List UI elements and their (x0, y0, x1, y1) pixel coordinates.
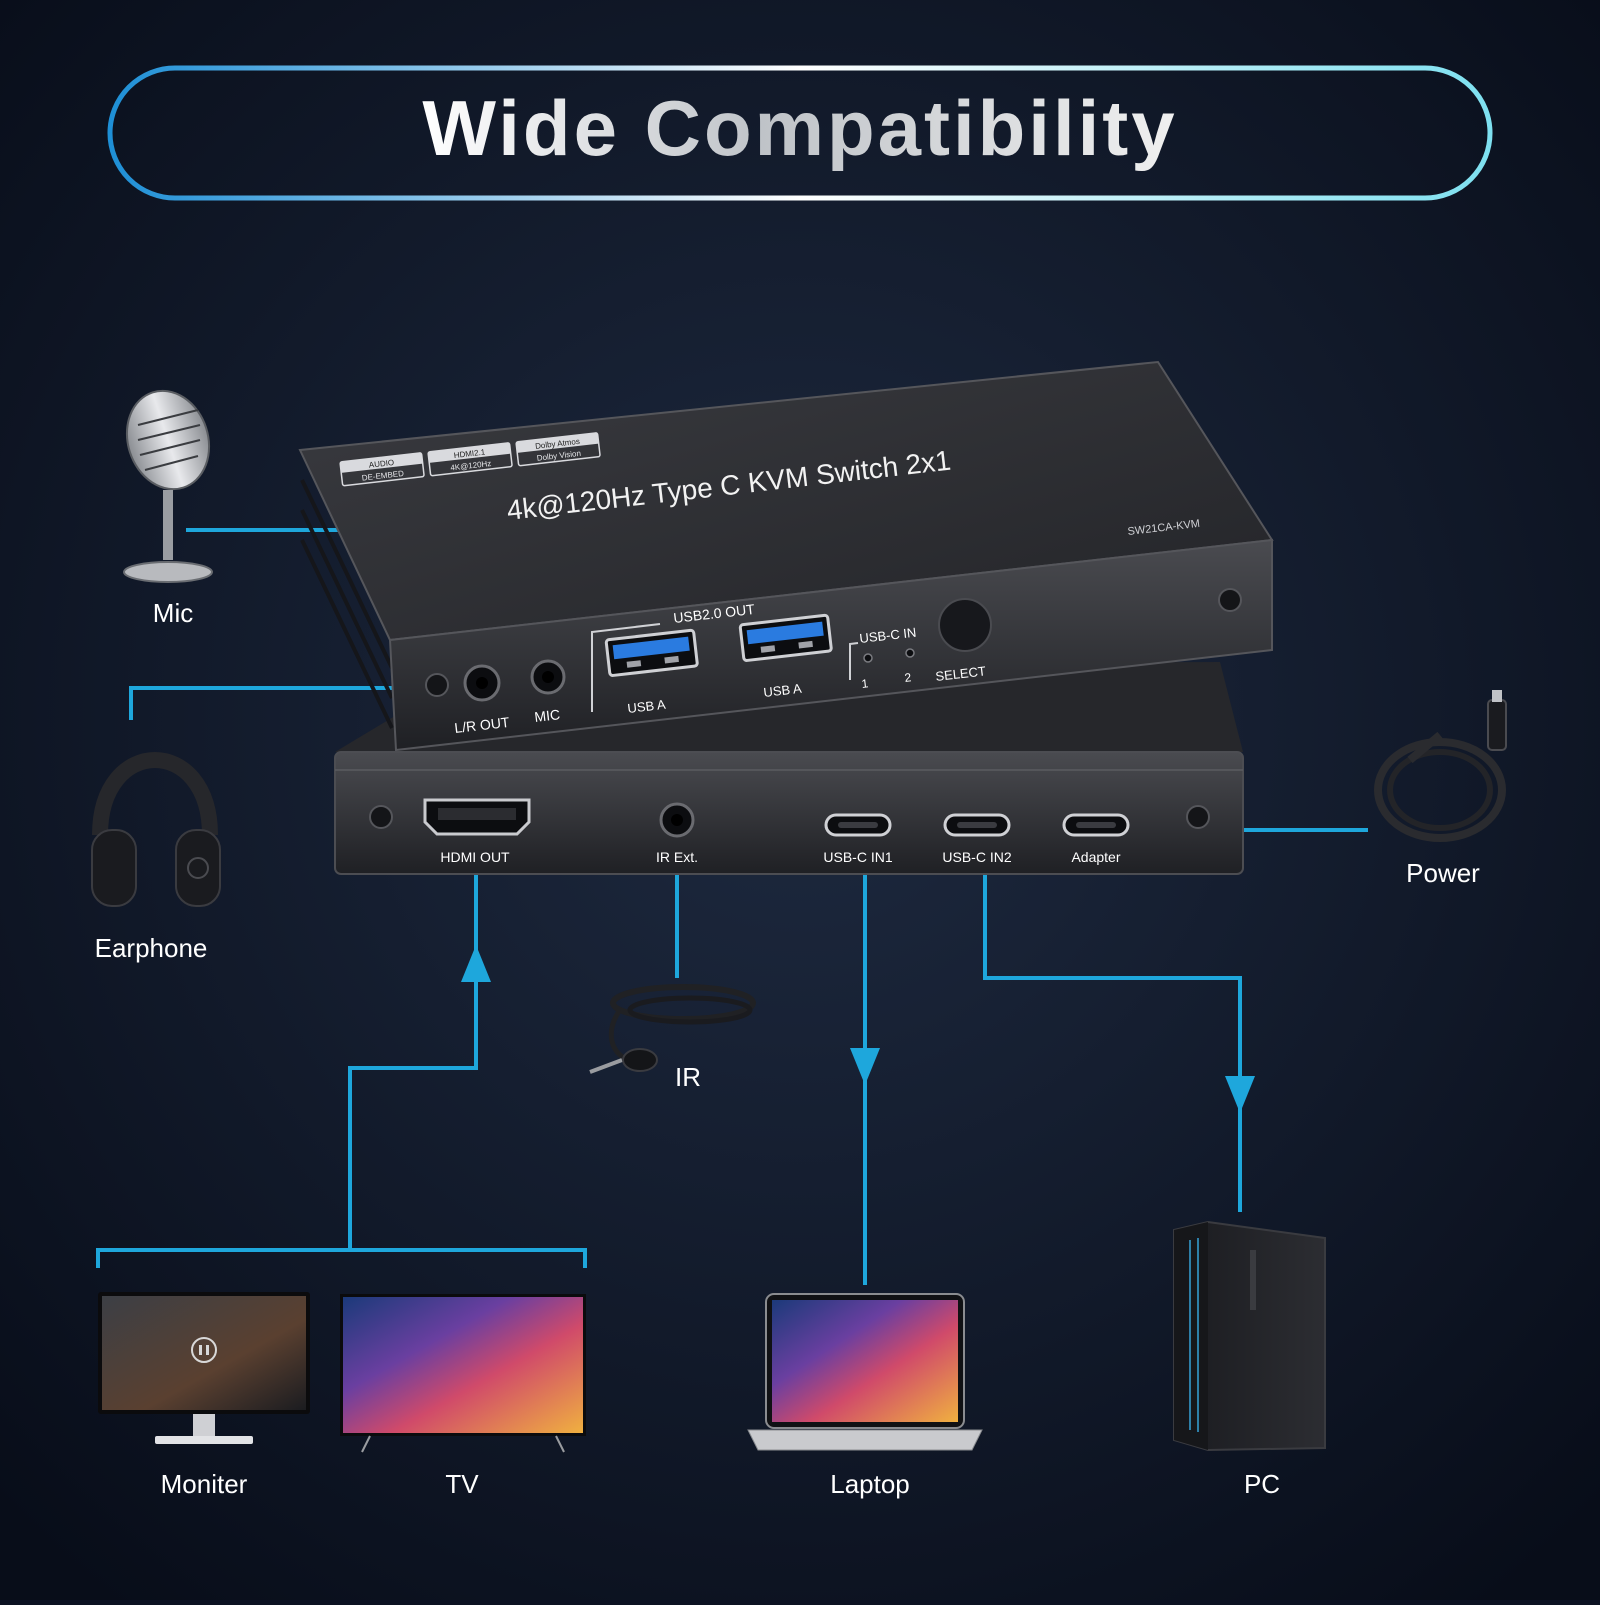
usbc-in2-label: USB-C IN2 (942, 849, 1011, 865)
laptop-label: Laptop (830, 1469, 910, 1499)
laptop-screen (772, 1300, 958, 1422)
svg-text:HDMI2.1: HDMI2.1 (453, 447, 486, 460)
usbc-in-label: USB-C IN (859, 625, 917, 646)
hdmi-out-port: HDMI OUT (423, 798, 531, 865)
mic-label: Mic (153, 598, 193, 628)
lr-out-port: L/R OUT (454, 664, 511, 736)
tv-device: TV (340, 1294, 586, 1499)
hdmi-out-label: HDMI OUT (440, 849, 510, 865)
title-banner: Wide Compatibility (107, 65, 1493, 201)
select-bracket (849, 642, 859, 680)
usb-a-label-1: USB A (627, 697, 667, 716)
ir-receiver: IR (589, 984, 756, 1092)
power-cable: Power (1374, 690, 1507, 888)
monitor-screen (102, 1296, 306, 1410)
usbc-in1-label: USB-C IN1 (823, 849, 892, 865)
lr-out-label: L/R OUT (454, 714, 511, 736)
select-label: SELECT (935, 663, 987, 684)
laptop-device: Laptop (747, 1293, 983, 1499)
heat-fins (300, 479, 394, 729)
led-2-icon (905, 648, 915, 658)
pc-label: PC (1244, 1469, 1280, 1499)
tv-screen (343, 1297, 583, 1433)
display-split-line (96, 1248, 587, 1268)
arrow-heads (461, 945, 1255, 1113)
screw-icon (1218, 588, 1242, 612)
select-button[interactable] (938, 598, 992, 652)
pause-icon (191, 1337, 217, 1363)
headband-icon (92, 752, 218, 836)
earphone-label: Earphone (95, 933, 208, 963)
usb-a-port-2 (738, 613, 833, 662)
adapter-port: Adapter (1062, 813, 1130, 865)
power-label: Power (1406, 858, 1480, 888)
screw-icon (369, 805, 393, 829)
hdmi-arrow-icon (461, 945, 491, 982)
earphone-device: Earphone (91, 752, 221, 963)
pc-device: PC (1173, 1220, 1326, 1499)
usbc-in2-port: USB-C IN2 (942, 813, 1012, 865)
ir-ext-label: IR Ext. (656, 849, 698, 865)
earphone-line (129, 686, 455, 720)
mic-device: Mic (123, 389, 213, 628)
laptop-arrow-icon (850, 1048, 880, 1085)
ir-label: IR (675, 1062, 701, 1092)
svg-text:AUDIO: AUDIO (368, 458, 394, 470)
mic-grille-icon (137, 409, 201, 471)
kvm-top-unit: AUDIO DE-EMBED HDMI2.1 4K@120Hz Dolby At… (298, 360, 1274, 752)
tv-label: TV (445, 1469, 479, 1499)
cable-coil-icon (1374, 738, 1506, 842)
kvm-switch-device: HDMI OUT IR Ext. USB-C IN1 USB-C IN2 (298, 360, 1274, 875)
mic-port-label: MIC (534, 706, 561, 725)
svg-text:1: 1 (861, 676, 870, 691)
led-1-icon (863, 653, 873, 663)
usbc-in1-port: USB-C IN1 (823, 813, 893, 865)
monitor-label: Moniter (161, 1469, 248, 1499)
page-title: Wide Compatibility (422, 84, 1177, 172)
usb-a-label-2: USB A (763, 681, 803, 700)
ir-cable-icon (610, 984, 756, 1022)
screw-icon (425, 673, 449, 697)
usbc-plug-icon (1487, 699, 1507, 751)
screw-icon (1186, 805, 1210, 829)
usb-group-bracket (591, 623, 661, 712)
mic-port: MIC (530, 659, 566, 725)
usb-a-port-1 (604, 628, 699, 677)
pc-arrow-icon (1225, 1076, 1255, 1113)
ir-ext-port: IR Ext. (656, 802, 698, 865)
pc-light-strip-icon (1189, 1238, 1199, 1432)
svg-text:2: 2 (904, 670, 913, 685)
monitor-device: Moniter (98, 1292, 310, 1499)
adapter-label: Adapter (1071, 849, 1120, 865)
